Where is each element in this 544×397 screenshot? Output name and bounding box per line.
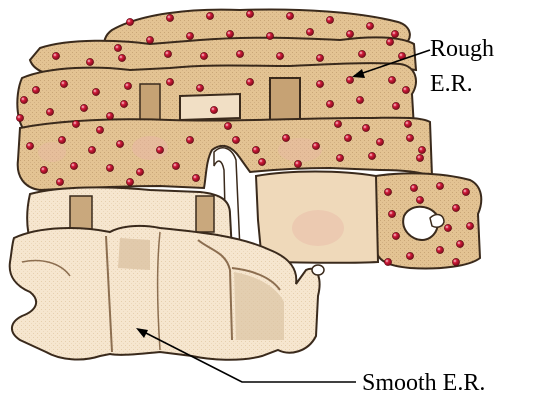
ribosome	[106, 164, 113, 171]
ribosome	[86, 58, 93, 65]
ribosome	[368, 152, 375, 159]
ribosome	[416, 154, 423, 161]
ribosome	[206, 12, 213, 19]
ribosome	[418, 146, 425, 153]
ribosome	[26, 142, 33, 149]
ribosome	[358, 50, 365, 57]
ribosome	[20, 96, 27, 103]
rough-er-label-line2: E.R.	[430, 71, 473, 97]
ribosome	[80, 104, 87, 111]
ribosome	[232, 136, 239, 143]
ribosome	[312, 142, 319, 149]
ribosome	[118, 54, 125, 61]
ribosome	[146, 36, 153, 43]
ribosome	[402, 86, 409, 93]
ribosome	[376, 138, 383, 145]
ribosome	[200, 52, 207, 59]
ribosome	[356, 96, 363, 103]
ribosome	[336, 154, 343, 161]
ribosome	[166, 78, 173, 85]
ribosome	[452, 258, 459, 265]
ribosome	[186, 136, 193, 143]
ribosome	[346, 76, 353, 83]
ribosome	[60, 80, 67, 87]
ribosome	[282, 134, 289, 141]
ribosome	[172, 162, 179, 169]
ribosome	[32, 86, 39, 93]
ribosome	[166, 14, 173, 21]
ribosome	[226, 30, 233, 37]
ribosome	[156, 146, 163, 153]
ribosome	[196, 84, 203, 91]
ribosome	[436, 182, 443, 189]
ribosome	[164, 50, 171, 57]
ribosome	[52, 52, 59, 59]
ribosome	[391, 30, 398, 37]
ribosome	[386, 38, 393, 45]
ribosome	[224, 122, 231, 129]
ribosome	[88, 146, 95, 153]
ribosome	[344, 134, 351, 141]
ribosome	[306, 28, 313, 35]
ribosome	[40, 166, 47, 173]
ribosome	[114, 44, 121, 51]
ribosome	[466, 222, 473, 229]
ribosome	[210, 106, 217, 113]
ribosome	[192, 174, 199, 181]
ribosome	[346, 30, 353, 37]
ribosome	[246, 78, 253, 85]
ribosome	[246, 10, 253, 17]
ribosome	[416, 196, 423, 203]
ribosome	[252, 146, 259, 153]
ribosome	[388, 210, 395, 217]
ribosome	[410, 184, 417, 191]
ribosome	[120, 100, 127, 107]
smooth-er-label: Smooth E.R.	[362, 370, 485, 396]
ribosome	[366, 22, 373, 29]
ribosome	[92, 88, 99, 95]
ribosome	[384, 188, 391, 195]
ribosome	[16, 114, 23, 121]
ribosome	[286, 12, 293, 19]
ribosome	[334, 120, 341, 127]
ribosome	[72, 120, 79, 127]
ribosome	[106, 112, 113, 119]
ribosome	[294, 160, 301, 167]
ribosome	[326, 16, 333, 23]
ribosome	[406, 252, 413, 259]
ribosome	[46, 108, 53, 115]
ribosome	[70, 162, 77, 169]
ribosome	[316, 54, 323, 61]
ribosome	[362, 124, 369, 131]
ribosome	[388, 76, 395, 83]
ribosome	[326, 100, 333, 107]
ribosome	[236, 50, 243, 57]
ribosome	[444, 224, 451, 231]
ribosome	[58, 136, 65, 143]
ribosome	[124, 82, 131, 89]
ribosome	[266, 32, 273, 39]
ribosome	[126, 178, 133, 185]
ribosome	[136, 168, 143, 175]
ribosome	[276, 52, 283, 59]
ribosome	[406, 134, 413, 141]
ribosome	[316, 80, 323, 87]
ribosome	[456, 240, 463, 247]
ribosome	[116, 140, 123, 147]
ribosome	[392, 232, 399, 239]
ribosome	[126, 18, 133, 25]
rough-er-label-line1: Rough	[430, 36, 494, 62]
ribosome	[452, 204, 459, 211]
ribosome	[404, 120, 411, 127]
ribosome	[258, 158, 265, 165]
ribosome	[392, 102, 399, 109]
ribosome	[384, 258, 391, 265]
ribosome	[56, 178, 63, 185]
ribosome	[436, 246, 443, 253]
ribosome	[462, 188, 469, 195]
ribosome	[96, 126, 103, 133]
ribosome	[186, 32, 193, 39]
